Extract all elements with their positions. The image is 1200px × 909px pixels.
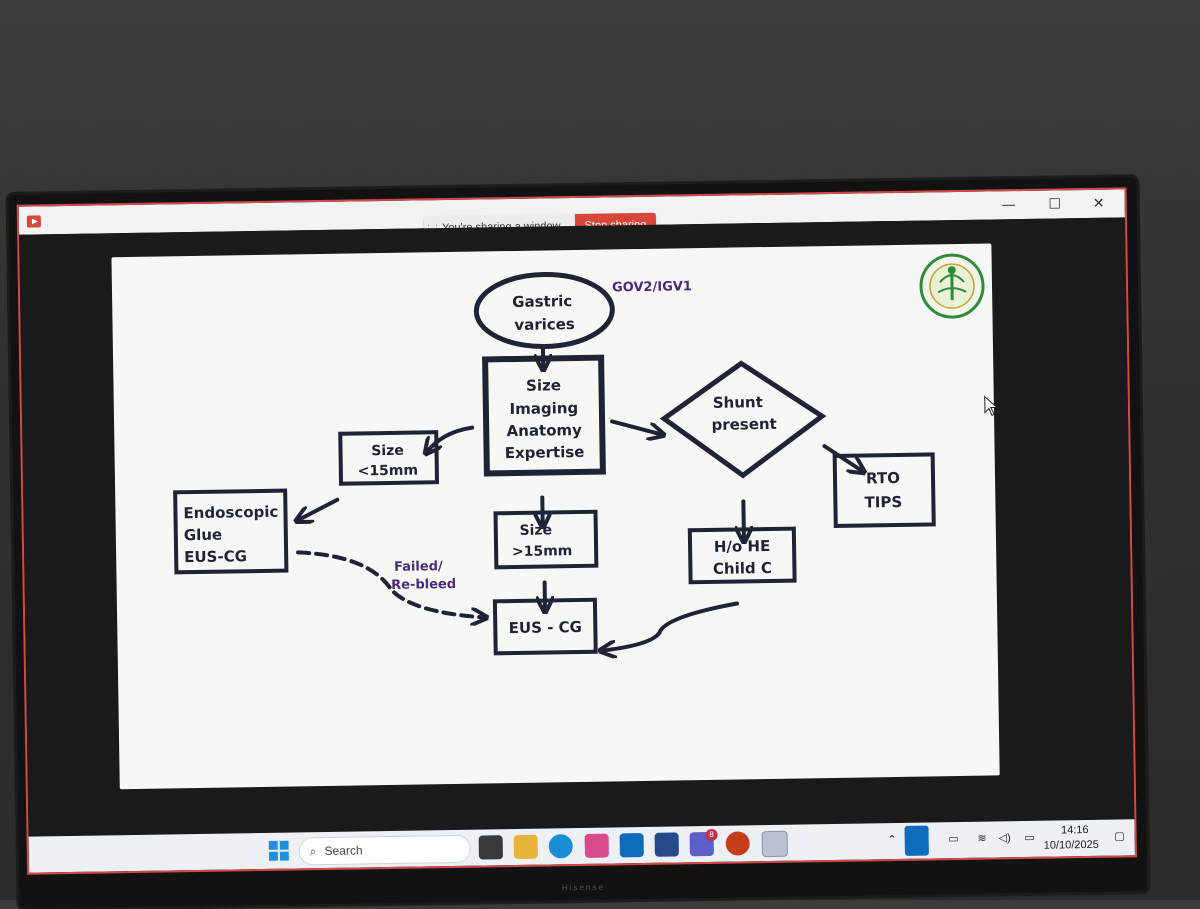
microphone-icon[interactable] — [904, 826, 928, 856]
node-glue-label-1: Endoscopic — [183, 503, 278, 522]
taskbar-search[interactable]: ⌕ Search — [299, 835, 471, 866]
minimize-button[interactable]: — — [989, 193, 1029, 218]
input-indicator-icon[interactable]: ▭ — [948, 832, 959, 845]
node-decision-label-2: present — [711, 415, 777, 434]
pinned-app-icon[interactable] — [655, 832, 679, 856]
close-button[interactable]: ✕ — [1079, 191, 1119, 216]
system-tray: ⌃ ▭ ≋ ◁) ▭ 14:16 10/10/2025 ▢ — [1134, 819, 1135, 855]
arrow-decision-to-hohe — [743, 501, 744, 540]
node-assess-label-1: Size — [526, 376, 561, 395]
task-view-icon[interactable] — [479, 835, 503, 859]
search-placeholder: Search — [324, 843, 362, 858]
screen: — ☐ ✕ ⋮⋮ You're sharing a window Stop sh… — [17, 187, 1137, 874]
node-small-label-1: Size — [371, 443, 404, 460]
node-assess-label-4: Expertise — [505, 443, 585, 462]
maximize-button[interactable]: ☐ — [1035, 192, 1075, 217]
tag-label: GOV2/IGV1 — [612, 279, 692, 295]
slideshow-app-icon — [27, 215, 41, 227]
snipping-tool-icon[interactable] — [585, 834, 609, 858]
node-decision-label-1: Shunt — [713, 393, 763, 412]
node-start-label-1: Gastric — [512, 292, 572, 311]
node-rto-label-1: RTO — [866, 469, 900, 488]
node-assess-label-3: Anatomy — [506, 421, 582, 440]
chevron-up-icon[interactable]: ⌃ — [887, 833, 896, 846]
wifi-icon[interactable]: ≋ — [977, 832, 986, 845]
node-glue-label-3: EUS-CG — [184, 547, 247, 566]
node-small-label-2: <15mm — [358, 463, 419, 480]
node-large-label-2: >15mm — [512, 543, 573, 560]
node-eus-label: EUS - CG — [509, 618, 583, 637]
node-rto-label-2: TIPS — [864, 493, 902, 512]
failed-label-1: Failed/ — [394, 559, 443, 575]
slide: Gastric varices Size Imaging Anatomy Exp… — [111, 243, 999, 789]
clock-time[interactable]: 14:16 — [1061, 824, 1089, 836]
node-glue-label-2: Glue — [184, 526, 223, 545]
failed-label-2: Re-bleed — [391, 577, 456, 593]
powerpoint-icon[interactable] — [726, 831, 750, 855]
windows-start-icon[interactable] — [269, 841, 289, 861]
file-explorer-icon[interactable] — [514, 835, 538, 859]
node-assess-label-2: Imaging — [509, 399, 578, 418]
teams-icon[interactable]: 8 — [690, 832, 714, 856]
mouse-pointer-icon — [984, 395, 1000, 417]
notifications-icon[interactable]: ▢ — [1114, 829, 1125, 842]
volume-icon[interactable]: ◁) — [998, 831, 1010, 844]
node-hohe-label-1: H/o HE — [714, 537, 771, 556]
institution-logo — [921, 255, 984, 318]
clock-date[interactable]: 10/10/2025 — [1044, 839, 1099, 852]
outlook-icon[interactable] — [620, 833, 644, 857]
monitor: — ☐ ✕ ⋮⋮ You're sharing a window Stop sh… — [8, 177, 1147, 909]
monitor-brand: Hisense — [562, 883, 605, 893]
presentation-area: Gastric varices Size Imaging Anatomy Exp… — [19, 217, 1134, 836]
node-rto — [835, 454, 934, 526]
teams-notification-badge: 8 — [706, 829, 718, 841]
edge-browser-icon[interactable] — [549, 834, 573, 858]
slideshow-window-icon[interactable] — [762, 831, 788, 857]
arrow-decision-to-rto — [825, 446, 863, 473]
flowchart: Gastric varices Size Imaging Anatomy Exp… — [111, 243, 999, 789]
node-start-label-2: varices — [514, 315, 575, 334]
arrow-assess-to-decision — [612, 421, 662, 436]
node-large-label-1: Size — [519, 522, 552, 539]
arrow-small-to-glue — [297, 500, 337, 521]
node-hohe-label-2: Child C — [713, 559, 772, 578]
search-icon: ⌕ — [310, 844, 317, 859]
arrow-hohe-to-eus — [601, 604, 738, 651]
battery-icon[interactable]: ▭ — [1024, 831, 1035, 844]
